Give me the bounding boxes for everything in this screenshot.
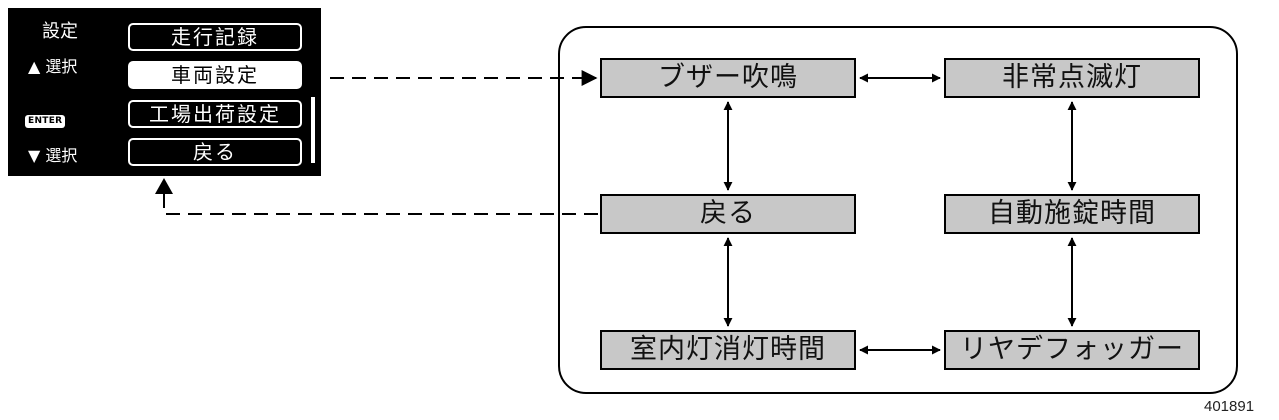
- down-select-label: ▼ 選択: [28, 146, 78, 165]
- node-back: 戻る: [600, 194, 856, 234]
- enter-key-icon: ENTER: [25, 115, 66, 128]
- settings-flow-frame: [558, 26, 1238, 394]
- settings-title: 設定: [42, 21, 78, 42]
- display-panel: 設定 ▲ 選択 ENTER ▼ 選択 走行記録 車両設定 工場出荷設定 戻る: [8, 8, 321, 176]
- menu-item-driving-record[interactable]: 走行記録: [128, 23, 302, 51]
- return-arrow-head: [155, 178, 173, 194]
- node-auto-lock-time: 自動施錠時間: [944, 194, 1200, 234]
- up-select-label: ▲ 選択: [28, 57, 78, 76]
- node-buzzer: ブザー吹鳴: [600, 58, 856, 98]
- node-interior-light-time: 室内灯消灯時間: [600, 330, 856, 370]
- scrollbar: [311, 97, 315, 163]
- menu-item-vehicle-settings[interactable]: 車両設定: [128, 61, 302, 89]
- node-hazard-lamp: 非常点滅灯: [944, 58, 1200, 98]
- menu-item-factory-settings[interactable]: 工場出荷設定: [128, 100, 302, 128]
- figure-id: 401891: [1204, 398, 1255, 415]
- node-rear-defogger: リヤデフォッガー: [944, 330, 1200, 370]
- dashed-return-line: [163, 194, 598, 215]
- menu-item-back[interactable]: 戻る: [128, 138, 302, 166]
